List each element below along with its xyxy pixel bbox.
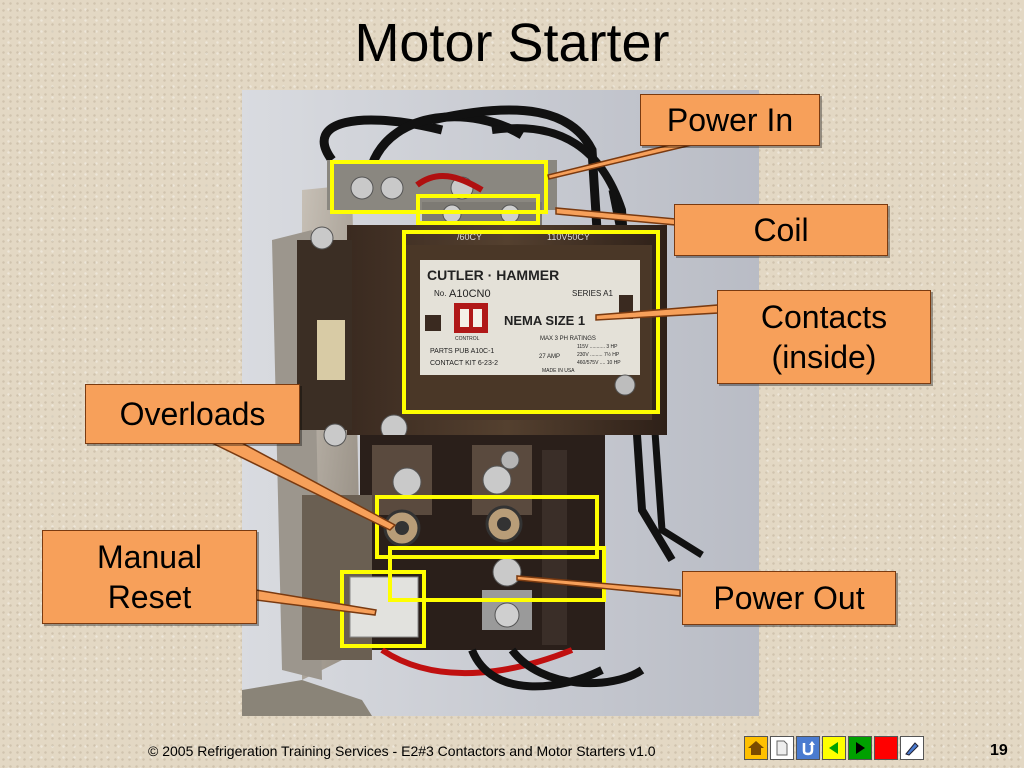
voltage-label: 110V50CY bbox=[547, 232, 590, 242]
made-in-label: MADE IN USA bbox=[542, 368, 575, 374]
brand-label: CUTLER · HAMMER bbox=[427, 267, 559, 283]
slide-navigation bbox=[744, 736, 924, 760]
page-number: 19 bbox=[990, 742, 1008, 759]
series-label: SERIES A1 bbox=[572, 289, 613, 298]
pen-icon[interactable] bbox=[900, 736, 924, 760]
footer-copyright: © 2005 Refrigeration Training Services -… bbox=[148, 743, 656, 759]
frequency-label: /60CY bbox=[457, 232, 482, 242]
logo-right-bar bbox=[473, 309, 482, 327]
model-prefix-label: No. bbox=[434, 289, 446, 298]
control-label: CONTROL bbox=[455, 336, 480, 342]
slide-title: Motor Starter bbox=[354, 13, 670, 73]
rating-line-3: 460/575V .... 10 HP bbox=[577, 360, 621, 366]
return-icon[interactable] bbox=[796, 736, 820, 760]
ratings-label: MAX 3 PH RATINGS bbox=[540, 336, 596, 342]
manual-reset-callout: Manual Reset bbox=[42, 530, 257, 624]
document-icon[interactable] bbox=[770, 736, 794, 760]
power-out-callout: Power Out bbox=[682, 571, 896, 625]
rating-line-1: 115V ........... 3 HP bbox=[577, 344, 618, 350]
nema-size-label: NEMA SIZE 1 bbox=[504, 313, 585, 328]
amps-label: 27 AMP bbox=[539, 354, 560, 360]
coil-callout: Coil bbox=[674, 204, 888, 256]
power-in-callout: Power In bbox=[640, 94, 820, 146]
parts-pub-label: PARTS PUB A10C-1 bbox=[430, 348, 494, 355]
previous-icon[interactable] bbox=[822, 736, 846, 760]
end-icon[interactable] bbox=[874, 736, 898, 760]
home-icon[interactable] bbox=[744, 736, 768, 760]
next-icon[interactable] bbox=[848, 736, 872, 760]
rating-line-2: 230V ......... 7½ HP bbox=[577, 351, 620, 358]
contact-kit-label: CONTACT KIT 6-23-2 bbox=[430, 360, 498, 367]
contacts-callout: Contacts (inside) bbox=[717, 290, 931, 384]
overloads-callout: Overloads bbox=[85, 384, 300, 444]
logo-left-bar bbox=[460, 309, 469, 327]
model-label: A10CN0 bbox=[449, 288, 491, 300]
eaton-logo bbox=[454, 303, 488, 333]
